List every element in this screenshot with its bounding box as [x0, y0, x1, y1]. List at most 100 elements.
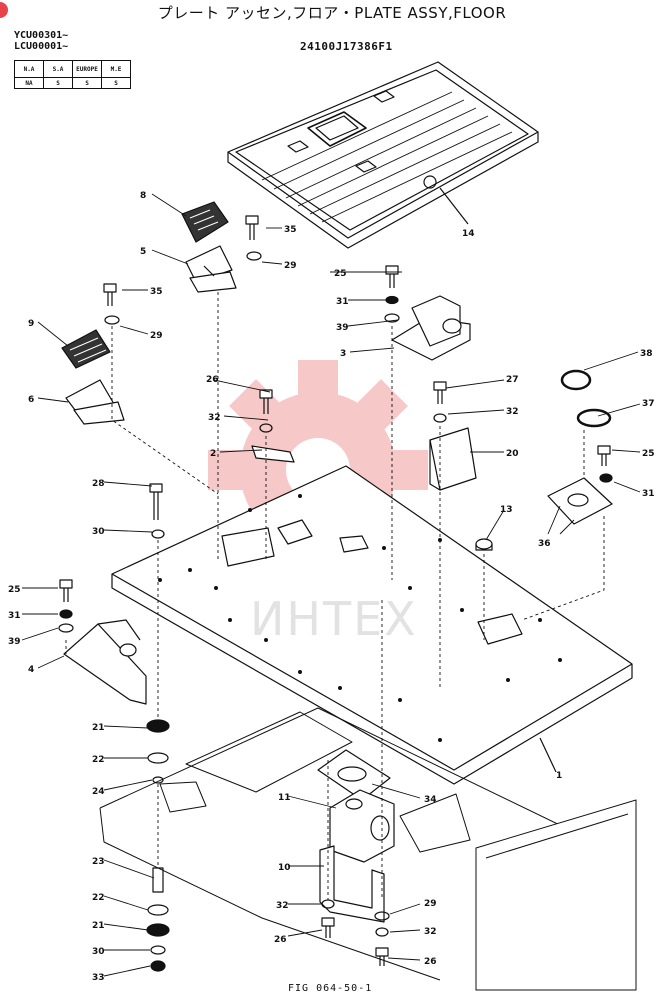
- washer-part-30-b: [150, 945, 166, 955]
- pedal-bracket-part-5: [185, 245, 237, 293]
- serial-range-1: YCU00301~: [14, 30, 69, 41]
- spacer-part-23: [152, 867, 164, 893]
- callout-37: 37: [642, 399, 655, 409]
- callout-23: 23: [92, 857, 105, 867]
- callout-26: 26: [206, 375, 219, 385]
- page-title: プレート アッセン,フロア・PLATE ASSY,FLOOR: [157, 4, 507, 22]
- bracket-part-11: [329, 789, 395, 863]
- callout-25: 25: [8, 585, 21, 595]
- callout-11: 11: [278, 793, 291, 803]
- cover-plate-part-36: [547, 477, 613, 525]
- washer-part-31-c: [59, 609, 73, 619]
- callout-32: 32: [506, 407, 519, 417]
- pedal-bracket-part-6: [65, 379, 125, 425]
- bracket-part-20: [429, 427, 477, 491]
- washer-part-32-d: [375, 927, 389, 937]
- callout-29: 29: [150, 331, 163, 341]
- bolt-part-25-c: [59, 579, 73, 602]
- bolt-part-35-b: [103, 283, 117, 306]
- callout-33: 33: [92, 973, 105, 983]
- plate-part-2: [251, 445, 295, 463]
- callout-30: 30: [92, 527, 105, 537]
- callout-36: 36: [538, 539, 551, 549]
- callout-22: 22: [92, 893, 105, 903]
- callout-39: 39: [8, 637, 21, 647]
- callout-20: 20: [506, 449, 519, 459]
- washer-part-29-c: [374, 911, 390, 921]
- callout-4: 4: [28, 665, 34, 675]
- assembly-guide-lines: [65, 292, 605, 900]
- washer-part-39-b: [58, 623, 74, 633]
- callout-22: 22: [92, 755, 105, 765]
- callout-8: 8: [140, 191, 146, 201]
- bolt-part-26-a: [259, 389, 273, 414]
- pedal-pad-part-9: [61, 329, 111, 369]
- callout-35: 35: [150, 287, 163, 297]
- figure-label: FIG 064-50-1: [288, 983, 373, 994]
- callout-25: 25: [334, 269, 347, 279]
- washer-part-22-a: [147, 752, 169, 764]
- callout-21: 21: [92, 921, 105, 931]
- callout-5: 5: [140, 247, 146, 257]
- callout-39: 39: [336, 323, 349, 333]
- grommet-part-38: [560, 369, 592, 391]
- callout-14: 14: [462, 229, 475, 239]
- callout-3: 3: [340, 349, 346, 359]
- bolt-part-26-c: [375, 947, 389, 966]
- mount-part-21-a: [146, 719, 170, 733]
- plug-part-13: [475, 538, 493, 551]
- callout-27: 27: [506, 375, 519, 385]
- callout-38: 38: [640, 349, 653, 359]
- callout-28: 28: [92, 479, 105, 489]
- applicability-header: M.E: [101, 60, 131, 78]
- callout-34: 34: [424, 795, 437, 805]
- washer-part-32-b: [433, 413, 447, 423]
- floor-mat-part-14: [227, 61, 539, 249]
- plate-part-34: [317, 749, 391, 801]
- callout-31: 31: [336, 297, 349, 307]
- bolt-part-28: [149, 483, 163, 520]
- callout-1: 1: [556, 771, 562, 781]
- seal-part-37: [576, 408, 612, 428]
- callout-labels: 14 8 35 5 29 35 9 29 6 25 31 39 3 38 26 …: [8, 191, 655, 983]
- callout-10: 10: [278, 863, 291, 873]
- machine-frame: [99, 707, 637, 991]
- washer-part-32-a: [259, 423, 273, 433]
- callout-31: 31: [8, 611, 21, 621]
- nut-part-33: [150, 960, 166, 972]
- washer-part-30-a: [151, 529, 165, 539]
- washer-part-39-a: [384, 313, 400, 323]
- callout-29: 29: [284, 261, 297, 271]
- bracket-part-3: [391, 295, 471, 361]
- applicability-table: N.A S.A EUROPE M.E NA S S S: [14, 60, 131, 89]
- bolt-part-35-a: [245, 215, 259, 240]
- bolt-part-25-a: [385, 265, 399, 288]
- callout-32: 32: [276, 901, 289, 911]
- assembly-part-number: 24100J17386F1: [300, 40, 393, 53]
- bolt-part-27: [433, 381, 447, 404]
- callout-32: 32: [424, 927, 437, 937]
- collar-part-24: [152, 776, 164, 784]
- callout-13: 13: [500, 505, 513, 515]
- callout-9: 9: [28, 319, 34, 329]
- applicability-value: S: [101, 77, 131, 89]
- serial-range-2: LCU00001~: [14, 41, 69, 52]
- bracket-part-4: [63, 619, 147, 705]
- bolt-part-25-b: [597, 445, 611, 466]
- leader-line: [439, 187, 469, 225]
- callout-25: 25: [642, 449, 655, 459]
- watermark-text: ИНТЕХ: [250, 592, 418, 646]
- callout-29: 29: [424, 899, 437, 909]
- callout-26: 26: [274, 935, 287, 945]
- washer-part-29-a: [246, 251, 262, 261]
- floor-plate-part-1: [111, 465, 633, 785]
- callout-31: 31: [642, 489, 655, 499]
- mount-part-21-b: [146, 923, 170, 937]
- washer-part-22-b: [147, 904, 169, 916]
- callout-6: 6: [28, 395, 34, 405]
- washer-part-29-b: [104, 315, 120, 325]
- washer-part-31-b: [599, 473, 613, 483]
- callout-leaders: [21, 193, 641, 977]
- callout-21: 21: [92, 723, 105, 733]
